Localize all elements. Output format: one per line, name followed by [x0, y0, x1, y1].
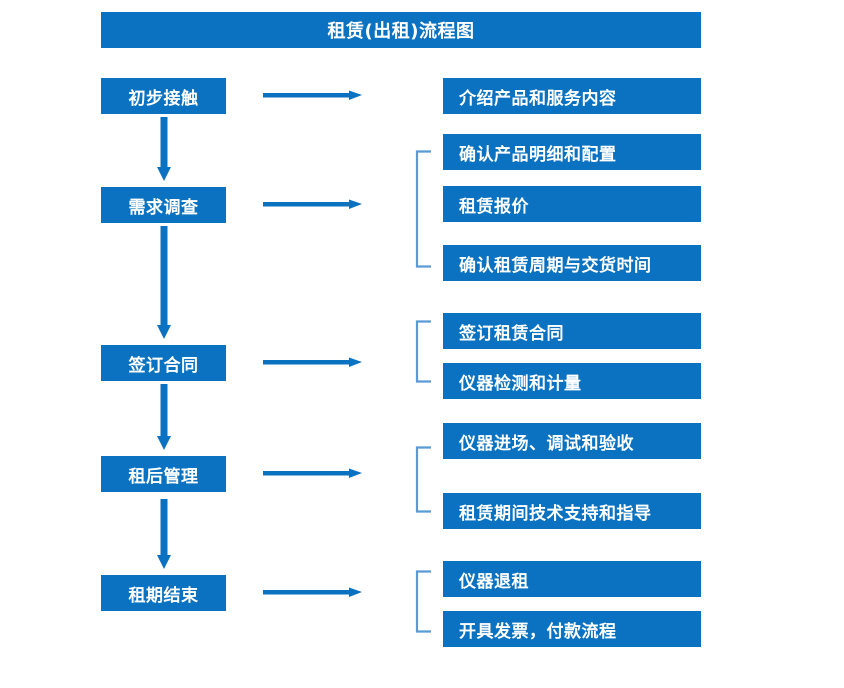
detail-box-g1-i1[interactable]: 介绍产品和服务内容: [443, 78, 701, 114]
stage-box-needs-survey[interactable]: 需求调查: [101, 187, 226, 223]
group-bracket-2: [415, 150, 431, 268]
arrow-down-icon-1: [157, 117, 171, 181]
flowchart-title: 租赁(出租)流程图: [101, 12, 701, 48]
detail-box-g3-i1[interactable]: 签订租赁合同: [443, 313, 701, 349]
arrow-right-icon-3: [263, 357, 362, 367]
stage-box-post-lease-management[interactable]: 租后管理: [101, 456, 226, 492]
detail-box-g4-i2[interactable]: 租赁期间技术支持和指导: [443, 493, 701, 529]
arrow-down-icon-4: [157, 499, 171, 569]
arrow-right-icon-2: [263, 199, 362, 209]
detail-box-g4-i1[interactable]: 仪器进场、调试和验收: [443, 423, 701, 459]
detail-box-g5-i2[interactable]: 开具发票，付款流程: [443, 611, 701, 647]
stage-box-initial-contact[interactable]: 初步接触: [101, 78, 226, 114]
group-bracket-4: [415, 446, 431, 513]
arrow-right-icon-5: [263, 587, 362, 597]
group-bracket-3: [415, 320, 431, 383]
arrow-down-icon-3: [157, 384, 171, 450]
stage-box-lease-end[interactable]: 租期结束: [101, 575, 226, 611]
group-bracket-5: [415, 570, 431, 633]
stage-box-sign-contract[interactable]: 签订合同: [101, 345, 226, 381]
detail-box-g2-i1[interactable]: 确认产品明细和配置: [443, 134, 701, 170]
arrow-right-icon-4: [263, 468, 362, 478]
detail-box-g3-i2[interactable]: 仪器检测和计量: [443, 363, 701, 399]
arrow-right-icon-1: [263, 90, 362, 100]
detail-box-g5-i1[interactable]: 仪器退租: [443, 561, 701, 597]
detail-box-g2-i3[interactable]: 确认租赁周期与交货时间: [443, 245, 701, 281]
arrow-down-icon-2: [157, 226, 171, 339]
detail-box-g2-i2[interactable]: 租赁报价: [443, 186, 701, 222]
